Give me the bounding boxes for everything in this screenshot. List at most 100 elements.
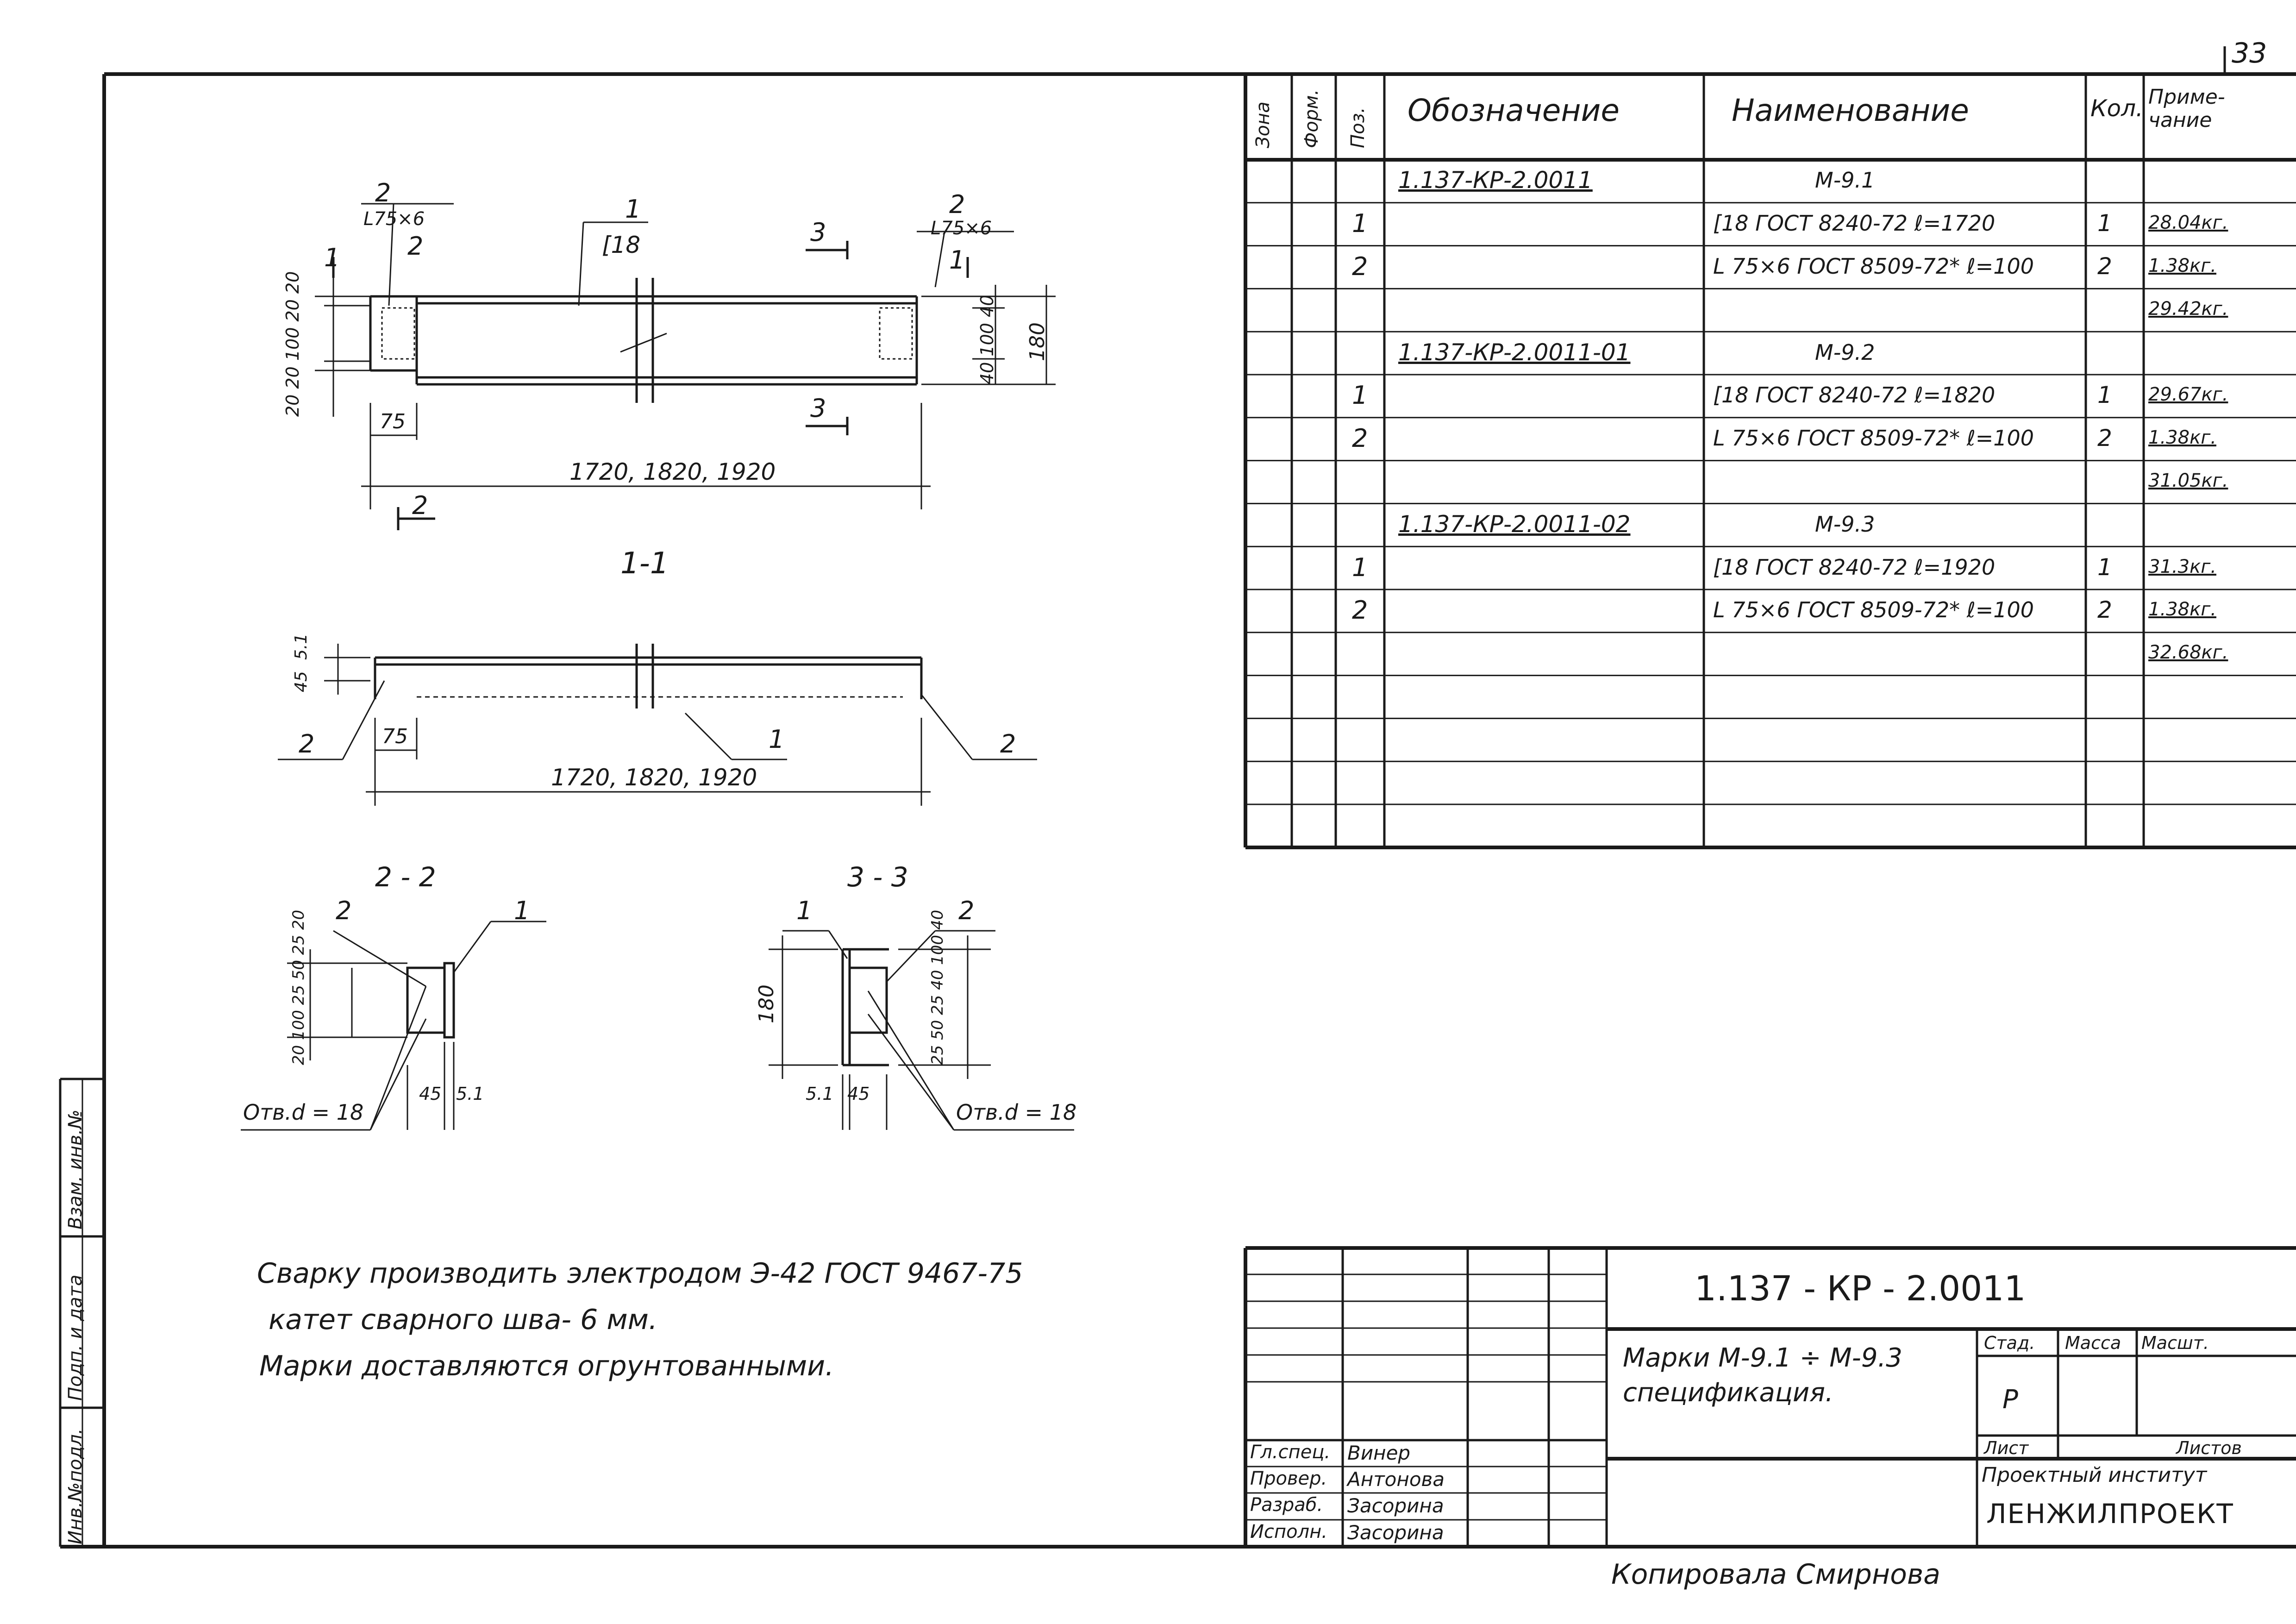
spec-cell-name: [18 ГОСТ 8240-72 ℓ=1920 — [1713, 554, 1996, 580]
spec-cell-pos: 2 — [1352, 252, 1368, 281]
header-note: Приме- чание — [2148, 85, 2225, 132]
spec-cell-note: 31.05кг. — [2148, 470, 2228, 491]
note-line1: Сварку производить электродом Э-42 ГОСТ … — [257, 1257, 1023, 1290]
title-block-grid — [1244, 1246, 2296, 1547]
spec-cell-qty: 1 — [2097, 210, 2112, 237]
plan-dim-length: 1720, 1820, 1920 — [569, 458, 776, 485]
plan-view — [315, 203, 1056, 530]
role-name: Винер — [1347, 1442, 1411, 1464]
section33-pos2: 2 — [958, 896, 975, 925]
section22-pos2: 2 — [336, 896, 352, 925]
note-line2: катет сварного шва- 6 мм. — [269, 1304, 657, 1336]
scale-label: Масшт. — [2141, 1333, 2209, 1353]
section-1-1 — [278, 644, 1037, 806]
spec-cell-name: L 75×6 ГОСТ 8509-72* ℓ=100 — [1713, 597, 2034, 623]
section22-title: 2 - 2 — [375, 861, 436, 893]
title-line2: спецификация. — [1623, 1378, 1833, 1408]
spec-cell-name: [18 ГОСТ 8240-72 ℓ=1720 — [1713, 211, 1996, 236]
page-number: 33 — [2232, 37, 2267, 69]
section11-dim-75: 75 — [382, 725, 408, 748]
role-label: Гл.спец. — [1250, 1442, 1331, 1463]
spec-cell-qty: 2 — [2097, 253, 2112, 280]
plan-cut2-top: 2 — [407, 232, 424, 261]
spec-cell-pos: 1 — [1352, 381, 1368, 410]
sheet-label: Лист — [1984, 1438, 2029, 1458]
mass-label: Масса — [2065, 1333, 2121, 1353]
role-label: Разраб. — [1250, 1494, 1323, 1516]
spec-cell-name: М-9.1 — [1815, 168, 1875, 193]
section33-title: 3 - 3 — [847, 861, 908, 893]
section33-hole: Отв.d = 18 — [956, 1100, 1077, 1125]
plan-pos2-left: 2 — [375, 178, 391, 207]
sheet-frame — [60, 46, 2296, 1549]
spec-cell-note: 1.38кг. — [2148, 427, 2216, 449]
section33-dim-45: 45 — [847, 1084, 870, 1104]
plan-cut2-bottom: 2 — [412, 491, 428, 520]
role-name: Засорина — [1347, 1521, 1444, 1544]
org-line1: Проектный институт — [1982, 1463, 2207, 1487]
stage-value: Р — [2002, 1385, 2018, 1415]
spec-cell-pos: 1 — [1352, 209, 1368, 238]
plan-cut3-top: 3 — [810, 218, 826, 247]
spec-cell-note: 28.04кг. — [2148, 212, 2228, 234]
section-3-3 — [769, 930, 1074, 1131]
plan-pos1: 1 — [625, 194, 641, 224]
spec-cell-name: М-9.3 — [1815, 511, 1875, 537]
header-zone: Зона — [1252, 101, 1274, 148]
section33-dims-right: 25 50 25 40 100 40 — [928, 909, 947, 1065]
plan-dim-75: 75 — [380, 410, 406, 433]
org-line2: ЛЕНЖИЛПРОЕКТ — [1986, 1498, 2234, 1530]
spec-cell-note: 1.38кг. — [2148, 255, 2216, 276]
plan-pos2-right: 2 — [949, 190, 965, 219]
spec-cell-pos: 1 — [1352, 552, 1368, 582]
spec-cell-qty: 1 — [2097, 382, 2112, 409]
title-line1: Марки М-9.1 ÷ М-9.3 — [1623, 1343, 1902, 1373]
stage-label: Стад. — [1984, 1333, 2035, 1353]
spec-cell-qty: 1 — [2097, 553, 2112, 581]
section22-dims-left: 20 100 25 50 25 20 — [289, 909, 308, 1065]
sheets-label: Листов — [2176, 1438, 2242, 1458]
spec-table-grid — [1244, 74, 2296, 849]
spec-cell-qty: 2 — [2097, 596, 2112, 624]
section11-dim-length: 1720, 1820, 1920 — [551, 764, 757, 791]
spec-cell-pos: 2 — [1352, 596, 1368, 625]
spec-cell-name: L 75×6 ГОСТ 8509-72* ℓ=100 — [1713, 426, 2034, 451]
spec-cell-name: М-9.2 — [1815, 339, 1875, 365]
plan-angle-left: L75×6 — [363, 208, 425, 230]
note-line3: Марки доставляются огрунтованными. — [259, 1350, 834, 1382]
plan-dim-left-stack: 20 20 100 20 20 — [282, 271, 303, 417]
spec-cell-qty: 2 — [2097, 425, 2112, 452]
spec-cell-note: 29.42кг. — [2148, 298, 2228, 320]
section22-dim-45: 45 — [419, 1084, 442, 1104]
spec-cell-note: 32.68кг. — [2148, 642, 2228, 664]
plan-channel-label: [18 — [602, 232, 641, 258]
plan-cut3-bottom: 3 — [810, 394, 826, 423]
spec-cell-note: 29.67кг. — [2148, 384, 2228, 406]
side-stamp-cell2: Подп. и дата — [65, 1274, 86, 1401]
spec-cell-note: 31.3кг. — [2148, 556, 2216, 577]
section11-dim-top: 45 — [292, 671, 311, 692]
spec-cell-note: 1.38кг. — [2148, 599, 2216, 621]
header-format: Форм. — [1301, 89, 1322, 148]
doc-code: 1.137 - КР - 2.0011 — [1695, 1269, 2026, 1309]
section22-pos1: 1 — [514, 896, 530, 925]
section11-dim-top2: 5.1 — [292, 633, 311, 660]
side-stamp-cell1: Инв.№подл. — [65, 1428, 86, 1544]
section22-hole: Отв.d = 18 — [243, 1100, 364, 1125]
spec-cell-designation: 1.137-КР-2.0011 — [1398, 167, 1593, 194]
section33-dim-51: 5.1 — [806, 1084, 834, 1104]
side-stamp-cell3: Взам. инв.№ — [65, 1110, 86, 1229]
plan-dim-height: 180 — [1026, 322, 1049, 361]
section11-pos2-left: 2 — [299, 729, 315, 759]
spec-cell-pos: 2 — [1352, 424, 1368, 453]
role-label: Провер. — [1250, 1468, 1327, 1489]
spec-cell-designation: 1.137-КР-2.0011-02 — [1398, 510, 1631, 538]
section22-dim-51: 5.1 — [456, 1084, 484, 1104]
copied-by: Копировала Смирнова — [1611, 1558, 1940, 1591]
side-stamp-frame — [59, 1078, 104, 1547]
section11-title: 1-1 — [620, 546, 669, 581]
section11-pos1: 1 — [769, 725, 785, 754]
plan-cut1-right: 1 — [949, 245, 965, 275]
role-name: Засорина — [1347, 1494, 1444, 1517]
